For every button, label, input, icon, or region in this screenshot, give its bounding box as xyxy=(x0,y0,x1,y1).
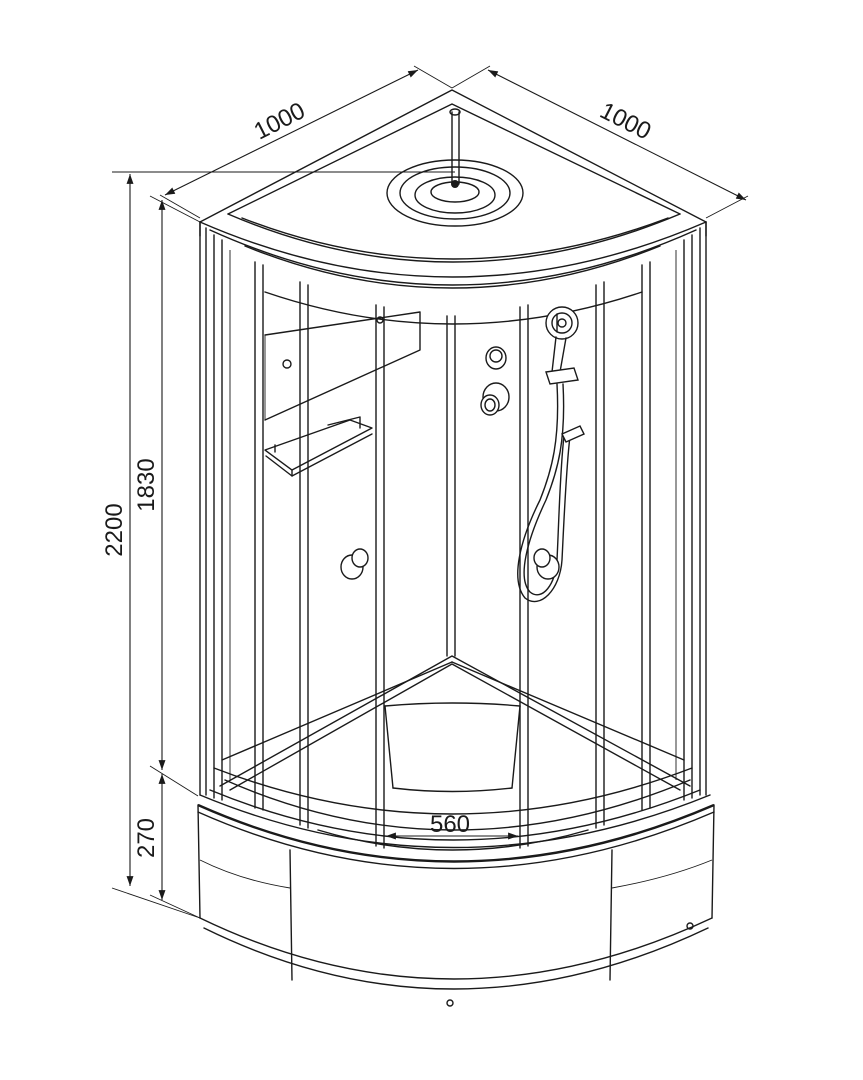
corner-shelf xyxy=(264,416,373,477)
door-handles xyxy=(340,316,560,580)
dim-line-width-left xyxy=(164,69,419,196)
mixer-controls xyxy=(480,346,510,416)
back-walls xyxy=(219,311,691,793)
dim-width-right: 1000 xyxy=(595,97,655,145)
dim-total-height: 2200 xyxy=(101,503,128,556)
shower-tray xyxy=(197,661,715,1007)
dim-entrance-width: 560 xyxy=(430,811,470,838)
dim-tray-height: 270 xyxy=(133,818,160,858)
dim-line-width-right xyxy=(487,69,747,201)
hand-shower xyxy=(517,306,585,603)
dim-cabin-height: 1830 xyxy=(133,458,160,511)
frame-posts xyxy=(199,221,707,849)
dimension-lines xyxy=(111,65,749,919)
